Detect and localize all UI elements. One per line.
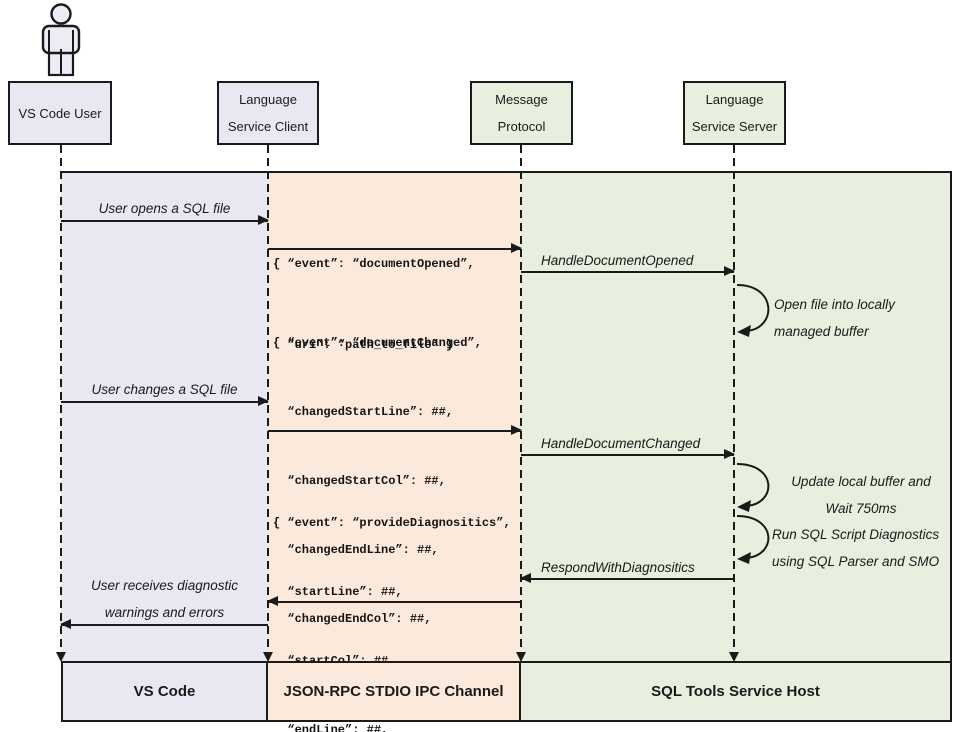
note-line: Wait 750ms — [825, 501, 897, 516]
note-line: Run SQL Script Diagnostics — [772, 527, 940, 542]
payload-line: “startLine”: ##, — [273, 585, 403, 599]
note-run-diagnostics: Run SQL Script Diagnostics using SQL Par… — [772, 521, 939, 575]
actor-label: Language — [239, 92, 297, 107]
lane-ipc-channel — [268, 173, 521, 662]
payload-line: “changedEndLine”: ##, — [273, 543, 439, 557]
arrow-client-to-protocol-changed — [268, 425, 522, 435]
payload-document-opened: { “event”: “documentOpened”, “uri”: “pat… — [273, 197, 475, 413]
arrow-client-to-user-diagnostics — [60, 619, 268, 629]
actor-label: Protocol — [497, 119, 546, 134]
arrow-protocol-to-client-diagnostics — [267, 596, 521, 606]
payload-line: “changedStartLine”: ##, — [273, 405, 454, 419]
footer-box-vscode: VS Code — [61, 661, 268, 722]
lifeline-user — [60, 145, 62, 655]
lifeline-arrowhead-icon — [55, 652, 66, 662]
message-label-line: User receives diagnostic — [90, 578, 239, 593]
footer-label: JSON-RPC STDIO IPC Channel — [283, 683, 504, 700]
payload-line: { “event”: “documentChanged”, — [273, 336, 482, 350]
lane-vscode — [61, 173, 268, 662]
arrow-server-to-protocol-respond — [520, 573, 734, 583]
footer-box-service-host: SQL Tools Service Host — [519, 661, 952, 722]
arrow-user-to-client-change — [61, 396, 269, 406]
note-open-buffer: Open file into locally managed buffer — [774, 291, 895, 345]
lane-top-border — [61, 171, 952, 173]
actor-box-vscode-user: VS Code User — [8, 81, 112, 145]
payload-line: “uri”: “path_to_file” } — [273, 338, 454, 352]
user-actor-icon — [41, 3, 81, 77]
payload-line: “changedEndCol”: ##, — [273, 612, 432, 626]
arrow-client-to-protocol-opened — [268, 243, 522, 253]
message-label-respond-diagnostics: RespondWithDiagnositics — [541, 560, 695, 575]
actor-label: Service Client — [227, 119, 309, 134]
payload-line: { “event”: “documentOpened”, — [273, 257, 475, 271]
message-label-handle-opened: HandleDocumentOpened — [541, 253, 694, 268]
message-label-change-file: User changes a SQL file — [91, 382, 238, 397]
actor-box-message-protocol: Message Protocol — [470, 81, 573, 145]
message-label-receive-diagnostics: User receives diagnostic warnings and er… — [61, 572, 268, 626]
self-loop-run-diagnostics-icon — [736, 515, 770, 564]
arrow-protocol-to-server-changed — [521, 449, 735, 459]
lifeline-arrowhead-icon — [515, 652, 526, 662]
payload-line: “endLine”: ##, — [273, 723, 389, 732]
footer-label: SQL Tools Service Host — [651, 683, 820, 700]
self-loop-open-buffer-icon — [736, 284, 770, 337]
note-line: using SQL Parser and SMO — [772, 554, 940, 569]
actor-label: VS Code User — [18, 105, 102, 121]
self-loop-update-buffer-icon — [736, 463, 770, 512]
message-label-handle-changed: HandleDocumentChanged — [541, 436, 701, 451]
lifeline-arrowhead-icon — [262, 652, 273, 662]
footer-box-ipc-channel: JSON-RPC STDIO IPC Channel — [266, 661, 521, 722]
lane-right-border — [950, 171, 952, 662]
actor-box-language-service-client: Language Service Client — [217, 81, 319, 145]
note-line: Update local buffer and — [791, 474, 931, 489]
lifeline-arrowhead-icon — [728, 652, 739, 662]
actor-box-language-service-server: Language Service Server — [683, 81, 786, 145]
note-line: managed buffer — [774, 324, 869, 339]
note-update-buffer: Update local buffer and Wait 750ms — [772, 468, 950, 522]
actor-label: Service Server — [691, 119, 778, 134]
lifeline-protocol — [520, 145, 522, 655]
note-line: Open file into locally — [774, 297, 895, 312]
payload-line: { “event”: “provideDiagnositics”, — [273, 516, 511, 530]
arrow-protocol-to-server-opened — [521, 266, 735, 276]
arrow-user-to-client-open — [61, 215, 269, 225]
footer-label: VS Code — [133, 683, 196, 700]
message-label-open-file: User opens a SQL file — [98, 201, 231, 216]
lifeline-server — [733, 145, 735, 655]
lane-service-host — [521, 173, 952, 662]
message-label-line: warnings and errors — [104, 605, 225, 620]
actor-label: Language — [705, 92, 764, 107]
payload-line: “changedStartCol”: ##, — [273, 474, 446, 488]
actor-label: Message — [495, 92, 548, 107]
